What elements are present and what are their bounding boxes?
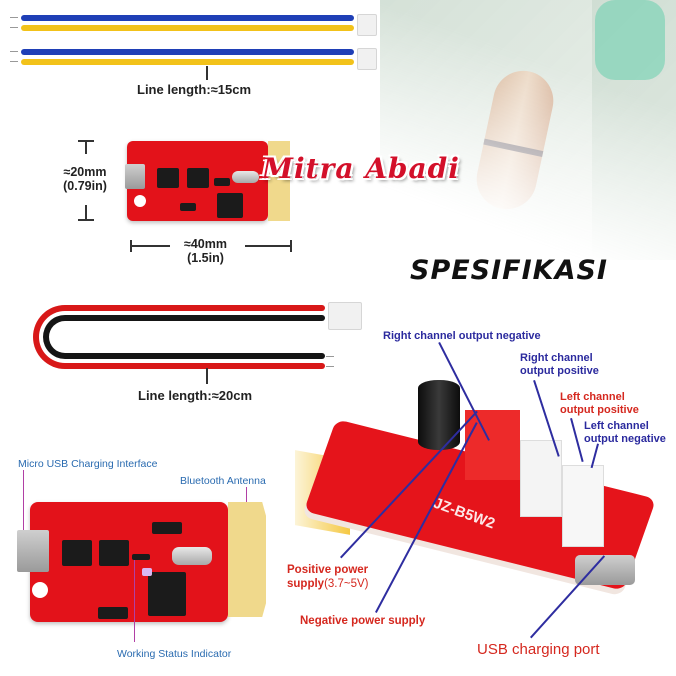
resistor-band [483,138,544,157]
diode [98,607,128,619]
mount-hole [32,582,48,598]
width-mm: ≈40mm [184,237,227,251]
right-neg-label: Right channel output negative [383,330,541,342]
ic-chip [157,168,179,188]
width-in: (1.5in) [187,251,224,265]
ic-chip [187,168,209,188]
red-power-connector [465,410,520,480]
wire-tip [326,366,334,367]
length-pointer [206,66,208,80]
transistor [132,554,150,560]
capacitor [418,380,460,450]
left-pos-leader [570,418,584,462]
watermark-logo: Mitra Abadi [262,152,460,185]
crystal-oscillator [172,547,212,565]
wire-tip [10,51,18,52]
wire-yellow-1 [21,25,354,31]
right-pos-label: Right channel output positive [520,352,599,378]
connector-2 [357,48,377,70]
height-dimension: ≈20mm (0.79in) [55,165,115,193]
pos-power-range: (3.7~5V) [324,578,369,590]
resistor-image [471,65,559,215]
left-pos-line1: Left channel [560,391,625,403]
left-neg-line2: output negative [584,433,666,445]
connector-1 [357,14,377,36]
pos-power-line1: Positive power [287,564,369,576]
right-pos-line2: output positive [520,365,599,377]
usb-port-label: USB charging port [477,641,600,658]
3d-usb-port [575,555,635,585]
capacitor-image [595,0,665,80]
wire-black-bottom [75,353,325,359]
left-neg-label: Left channel output negative [584,420,666,446]
wire-blue-2 [21,49,354,55]
page-heading: SPESIFIKASI [410,255,608,286]
wire-black-top [75,315,325,321]
bt-chip [148,572,186,616]
wire-tip [10,61,18,62]
wire-yellow-2 [21,59,354,65]
diode [152,522,182,534]
ic-chip [62,540,92,566]
micro-usb-leader [23,470,24,532]
wire-red-bottom [75,363,325,369]
ic-chip [99,540,129,566]
bt-antenna-leader [246,487,247,513]
diode [180,203,196,211]
dim-line-top [85,140,87,154]
dim-cap-right [290,240,292,252]
dim-line-bottom [85,205,87,219]
height-mm: ≈20mm [63,165,107,179]
width-dimension: ≈40mm (1.5in) [173,237,238,265]
background-pcb-photo [380,0,676,260]
status-led [142,568,152,576]
pos-power-line2: supply [287,578,325,590]
neg-power-label: Negative power supply [300,615,426,627]
wire-red-top [75,305,325,311]
wire-black-bend [43,315,79,359]
diode [214,178,230,186]
crystal-oscillator [232,171,259,183]
wire-blue-1 [21,15,354,21]
micro-usb-port [125,164,145,189]
status-led-leader [134,560,135,642]
pcb-antenna [268,141,290,221]
small-pcb [125,141,268,221]
micro-usb-port [17,530,49,572]
cable-15-length-label: Line length:≈15cm [137,82,252,97]
bt-antenna-trace [228,502,266,617]
right-pos-line1: Right channel [520,352,593,364]
dim-line-right [245,245,290,247]
right-channel-connector [520,440,562,517]
pos-power-label: Positive power supply(3.7~5V) [287,563,369,591]
wire-tip [10,17,18,18]
left-neg-line1: Left channel [584,420,649,432]
left-pos-line2: output positive [560,404,639,416]
left-channel-connector [562,465,604,547]
micro-usb-label: Micro USB Charging Interface [18,458,158,470]
dim-cap-bottom [78,219,94,221]
status-led-label: Working Status Indicator [117,648,232,660]
left-pos-label: Left channel output positive [560,391,639,417]
length-pointer [206,368,208,384]
bt-chip [217,193,243,218]
cable-20-length-label: Line length:≈20cm [138,388,253,403]
mount-hole [134,195,146,207]
connector-jst [328,302,362,330]
wire-tip [326,356,334,357]
bt-antenna-label: Bluetooth Antenna [180,475,266,487]
wire-red-bend [33,305,79,369]
wire-tip [10,27,18,28]
top-view-pcb [17,502,228,622]
dim-line-left [130,245,170,247]
height-in: (0.79in) [63,179,107,193]
